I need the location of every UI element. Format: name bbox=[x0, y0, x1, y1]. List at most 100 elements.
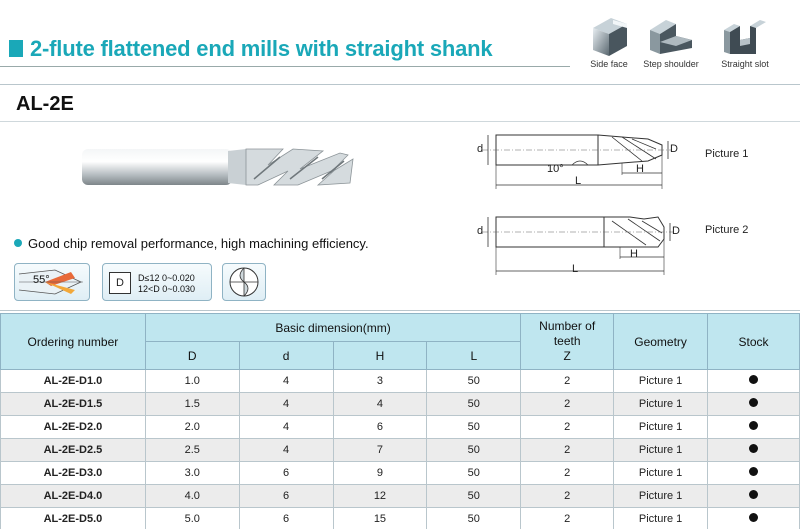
tolerance-line-2: 12<D 0~0.030 bbox=[138, 284, 196, 294]
dim-d-1: d bbox=[477, 143, 484, 155]
cell-Z: 2 bbox=[520, 392, 615, 416]
table-row: AL-2E-D3.0 3.0 6 9 50 2 Picture 1 bbox=[0, 461, 800, 485]
cell-H: 9 bbox=[332, 461, 428, 485]
header-teeth-line-3: Z bbox=[563, 349, 571, 363]
cell-geometry: Picture 1 bbox=[613, 507, 709, 529]
cell-H: 7 bbox=[332, 438, 428, 462]
header-ordering: Ordering number bbox=[0, 313, 146, 370]
cell-H: 3 bbox=[332, 369, 428, 393]
table-row: AL-2E-D2.0 2.0 4 6 50 2 Picture 1 bbox=[0, 415, 800, 439]
in-stock-icon bbox=[749, 513, 759, 522]
flute-box bbox=[222, 263, 266, 301]
dim-H-1: H bbox=[636, 163, 644, 175]
title-marker bbox=[9, 40, 23, 57]
cell-d: 4 bbox=[238, 415, 334, 439]
spec-table: Ordering number Basic dimension(mm) Numb… bbox=[0, 313, 800, 529]
cell-geometry: Picture 1 bbox=[613, 369, 709, 393]
helix-angle-value: 55° bbox=[33, 274, 50, 286]
cell-Z: 2 bbox=[520, 507, 615, 529]
cell-Z: 2 bbox=[520, 438, 615, 462]
picture-2-label: Picture 2 bbox=[705, 224, 749, 236]
cell-L: 50 bbox=[426, 507, 522, 529]
in-stock-icon bbox=[749, 467, 759, 476]
diameter-symbol: D bbox=[109, 272, 131, 294]
cell-H: 4 bbox=[332, 392, 428, 416]
dim-L-1: L bbox=[575, 175, 582, 187]
cell-stock bbox=[707, 461, 800, 485]
tolerance-box: D D≤12 0~0.020 12<D 0~0.030 bbox=[102, 263, 212, 301]
dim-H-2: H bbox=[630, 248, 638, 260]
header-geometry: Geometry bbox=[613, 313, 709, 370]
step-shoulder-icon bbox=[650, 20, 692, 54]
cell-L: 50 bbox=[426, 415, 522, 439]
picture-1-label: Picture 1 bbox=[705, 148, 749, 160]
model-name: AL-2E bbox=[16, 93, 74, 115]
ordering-code: AL-2E-D5.0 bbox=[0, 507, 146, 529]
cell-H: 12 bbox=[332, 484, 428, 508]
cell-stock bbox=[707, 369, 800, 393]
tolerance-text: D≤12 0~0.020 12<D 0~0.030 bbox=[138, 273, 195, 295]
table-row: AL-2E-D1.0 1.0 4 3 50 2 Picture 1 bbox=[0, 369, 800, 393]
cell-stock bbox=[707, 507, 800, 529]
ordering-code: AL-2E-D4.0 bbox=[0, 484, 146, 508]
cell-H: 6 bbox=[332, 415, 428, 439]
cell-L: 50 bbox=[426, 392, 522, 416]
ordering-code: AL-2E-D2.0 bbox=[0, 415, 146, 439]
dim-L-2: L bbox=[572, 263, 579, 275]
technical-drawing-1 bbox=[482, 134, 672, 189]
application-label: Straight slot bbox=[721, 59, 769, 69]
cell-D: 3.0 bbox=[144, 461, 240, 485]
header-D: D bbox=[144, 341, 240, 370]
table-row: AL-2E-D4.0 4.0 6 12 50 2 Picture 1 bbox=[0, 484, 800, 508]
application-step-shoulder: Step shoulder bbox=[636, 14, 706, 69]
dim-D-2: D bbox=[672, 225, 680, 237]
application-side-face: Side face bbox=[574, 14, 644, 69]
cell-Z: 2 bbox=[520, 415, 615, 439]
header-stock: Stock bbox=[707, 313, 800, 370]
cell-d: 4 bbox=[238, 392, 334, 416]
application-label: Step shoulder bbox=[643, 59, 699, 69]
cell-D: 2.5 bbox=[144, 438, 240, 462]
cell-D: 1.0 bbox=[144, 369, 240, 393]
tolerance-line-1: D≤12 0~0.020 bbox=[138, 273, 195, 283]
page-title: 2-flute flattened end mills with straigh… bbox=[30, 36, 493, 61]
feature-text: Good chip removal performance, high mach… bbox=[14, 236, 369, 251]
cell-geometry: Picture 1 bbox=[613, 438, 709, 462]
cell-L: 50 bbox=[426, 461, 522, 485]
header-L: L bbox=[426, 341, 522, 370]
in-stock-icon bbox=[749, 421, 759, 430]
ordering-code: AL-2E-D3.0 bbox=[0, 461, 146, 485]
cell-d: 6 bbox=[238, 484, 334, 508]
cell-stock bbox=[707, 438, 800, 462]
model-divider bbox=[0, 121, 800, 122]
title-bar: 2-flute flattened end mills with straigh… bbox=[0, 0, 800, 80]
cell-d: 4 bbox=[238, 438, 334, 462]
cell-D: 1.5 bbox=[144, 392, 240, 416]
header-teeth-line-1: Number of bbox=[539, 319, 596, 333]
cell-Z: 2 bbox=[520, 461, 615, 485]
cell-stock bbox=[707, 392, 800, 416]
cell-L: 50 bbox=[426, 369, 522, 393]
cell-L: 50 bbox=[426, 484, 522, 508]
header-H: H bbox=[332, 341, 428, 370]
in-stock-icon bbox=[749, 444, 759, 453]
application-straight-slot: Straight slot bbox=[710, 14, 780, 69]
table-row: AL-2E-D5.0 5.0 6 15 50 2 Picture 1 bbox=[0, 507, 800, 529]
dim-d-2: d bbox=[477, 225, 484, 237]
cell-geometry: Picture 1 bbox=[613, 484, 709, 508]
ordering-code: AL-2E-D1.5 bbox=[0, 392, 146, 416]
cell-H: 15 bbox=[332, 507, 428, 529]
cell-d: 6 bbox=[238, 507, 334, 529]
in-stock-icon bbox=[749, 490, 759, 499]
product-panel: AL-2E d D 10° H L Picture 1 bbox=[0, 84, 800, 311]
header-basic-dimension: Basic dimension(mm) bbox=[144, 313, 522, 342]
table-row: AL-2E-D2.5 2.5 4 7 50 2 Picture 1 bbox=[0, 438, 800, 462]
ordering-code: AL-2E-D2.5 bbox=[0, 438, 146, 462]
header-d: d bbox=[238, 341, 334, 370]
technical-drawing-2 bbox=[482, 216, 674, 275]
bullet-icon bbox=[14, 239, 22, 247]
in-stock-icon bbox=[749, 375, 759, 384]
feature-label: Good chip removal performance, high mach… bbox=[28, 236, 369, 251]
table-row: AL-2E-D1.5 1.5 4 4 50 2 Picture 1 bbox=[0, 392, 800, 416]
side-face-icon bbox=[593, 18, 627, 56]
